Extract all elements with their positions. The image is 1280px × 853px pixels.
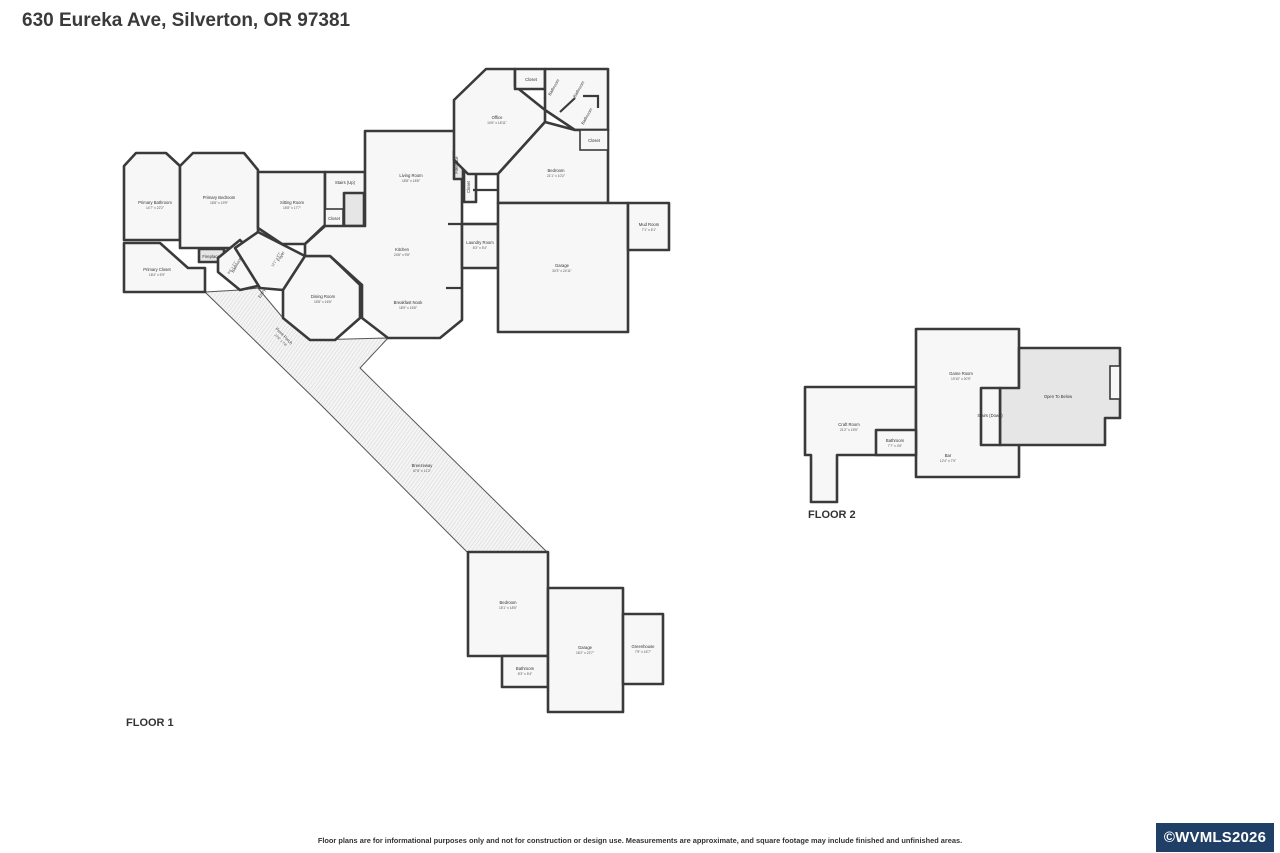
sitting-room-label: Sitting Room (280, 200, 304, 205)
bathroom-guest-room (500, 654, 550, 689)
floor2-plan: Game Room 19'10" x 20'9" Open To Below C… (803, 327, 1122, 521)
garage-detached-room (546, 586, 625, 714)
breakfast-nook-dims: 18'9" x 15'8" (399, 306, 418, 310)
closet-sitting-label: Closet (328, 216, 341, 221)
stairs-down-room (979, 386, 1002, 447)
bedroom-main-dims: 21'1" x 10'2" (547, 174, 566, 178)
open-to-below-rail (1109, 365, 1121, 400)
bar-label: Bar (945, 453, 952, 458)
bathroom-guest-label: Bathroom (516, 666, 535, 671)
garage-main-label: Garage (555, 263, 570, 268)
sitting-room-dims: 15'8" x 17'7" (283, 206, 302, 210)
garage-main-room (496, 201, 630, 334)
craft-room-dims: 21'2" x 15'5" (840, 428, 859, 432)
breakfast-nook-label: Breakfast Nook (394, 300, 424, 305)
mud-room-dims: 7'1" x 6'1" (642, 228, 657, 232)
living-room-dims: 18'8" x 18'8" (402, 179, 421, 183)
office-room (452, 67, 547, 176)
office-dims: 10'6" x 18'11" (487, 121, 507, 125)
primary-bathroom-dims: 14'7" x 22'2" (146, 206, 165, 210)
bathroom-f2-label: Bathroom (886, 438, 905, 443)
closet-right-room (579, 129, 609, 151)
bathroom-front-dims: 8'6" x 7'1" (227, 260, 238, 275)
greenhouse-dims: 7'9" x 15'7" (635, 650, 652, 654)
game-room-label: Game Room (949, 371, 973, 376)
wall-detail (559, 97, 576, 113)
craft-room-label: Craft Room (838, 422, 860, 427)
game-room-dims: 19'10" x 20'9" (951, 377, 972, 381)
garage-detached-dims: 16'2" x 22'7" (576, 651, 595, 655)
laundry-room-label: Laundry Room (466, 240, 494, 245)
stairs-down-label: Stairs (Down) (977, 413, 1003, 418)
fireplace-living-label: Fireplace (454, 156, 459, 174)
bedroom-main-label: Bedroom (548, 168, 566, 173)
floor1-label: FLOOR 1 (126, 717, 174, 729)
bedroom-guest-room (466, 550, 550, 658)
living-room-label: Living Room (399, 173, 423, 178)
bedroom-guest-dims: 15'1" x 18'5" (499, 606, 518, 610)
mud-room-room (626, 201, 671, 252)
disclaimer-text: Floor plans are for informational purpos… (317, 836, 963, 845)
garage-detached-label: Garage (578, 645, 593, 650)
foyer-label: Foyer (276, 250, 286, 262)
greenhouse-room (621, 612, 665, 686)
office-label: Office (492, 115, 504, 120)
closet-hall-label: Closet (466, 180, 471, 193)
bedroom-guest-label: Bedroom (500, 600, 518, 605)
greenhouse-label: Greenhouse (631, 644, 655, 649)
closet-right-label: Closet (588, 138, 601, 143)
kitchen-dims: 24'8" x 9'8" (394, 253, 411, 257)
garage-main-dims: 30'3" x 24'11" (552, 269, 572, 273)
bar-dims: 12'4" x 7'9" (940, 459, 957, 463)
bathroom-guest-dims: 8'3" x 5'4" (518, 672, 533, 676)
primary-closet-room (122, 241, 207, 294)
bathroom-f2-dims: 7'7" x 4'6" (888, 444, 903, 448)
floor2-label: FLOOR 2 (808, 509, 856, 521)
dining-room-label: Dining Room (311, 294, 336, 299)
laundry-room-dims: 8'3" x 5'4" (473, 246, 488, 250)
floor1-plan: Closet Bathroom Bathroom Bathroom Closet… (122, 67, 671, 729)
primary-bedroom-dims: 18'8" x 19'9" (210, 201, 229, 205)
fireplace-primary-label: Fireplace (202, 254, 220, 259)
primary-bathroom-label: Primary Bathroom (138, 200, 172, 205)
primary-closet-label: Primary Closet (143, 267, 171, 272)
dining-room-dims: 15'8" x 16'6" (314, 300, 333, 304)
copyright-badge: ©WVMLS2026 (1156, 823, 1274, 852)
entry-label: Entry (257, 287, 267, 299)
primary-bathroom-room (122, 151, 182, 242)
open-to-below-label: Open To Below (1044, 394, 1073, 399)
stairs-up-steps (342, 191, 366, 228)
property-address: 630 Eureka Ave, Silverton, OR 97381 (22, 10, 351, 31)
bathroom-f2-room (874, 428, 918, 457)
laundry-room-room (460, 222, 500, 270)
kitchen-label: Kitchen (395, 247, 410, 252)
primary-closet-dims: 18'4" x 5'9" (149, 273, 166, 277)
primary-bedroom-label: Primary Bedroom (203, 195, 236, 200)
breezeway-dims: 67'6" x 11'3" (413, 469, 432, 473)
breezeway-label: Breezeway (412, 463, 434, 468)
mud-room-label: Mud Room (639, 222, 660, 227)
stairs-up-label: Stairs (Up) (335, 180, 356, 185)
closet-top-label: Closet (525, 77, 538, 82)
wall-detail (583, 94, 600, 108)
